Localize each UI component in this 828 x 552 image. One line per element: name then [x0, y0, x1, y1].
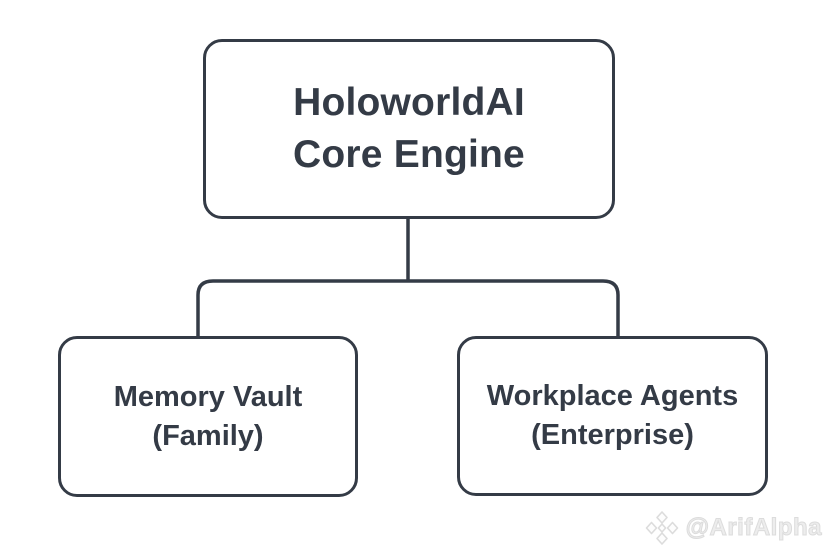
watermark: @ArifAlpha — [643, 509, 822, 547]
node-workplace-agents-line2: (Enterprise) — [531, 419, 694, 451]
node-memory-vault-line1: Memory Vault — [113, 380, 303, 413]
node-core-engine: HoloworldAI Core Engine — [203, 39, 615, 219]
node-workplace-agents: Workplace Agents (Enterprise) — [457, 336, 768, 496]
node-memory-vault: Memory Vault (Family) — [58, 336, 358, 497]
node-core-engine-line2: Core Engine — [293, 133, 525, 176]
watermark-handle: @ArifAlpha — [685, 514, 822, 542]
node-workplace-agents-line1: Workplace Agents — [486, 380, 739, 412]
node-memory-vault-line2: (Family) — [152, 419, 264, 452]
diamond-logo-icon — [643, 509, 681, 547]
node-core-engine-line1: HoloworldAI — [293, 81, 525, 124]
